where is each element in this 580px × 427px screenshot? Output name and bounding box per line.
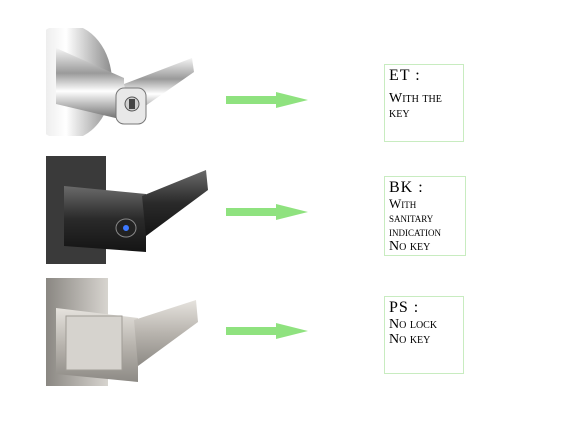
finish-code: ET : [389, 67, 421, 84]
finish-card-et: ET : With the key [384, 64, 464, 142]
finish-code: BK : [389, 179, 424, 196]
arrow-3 [226, 323, 308, 339]
finish-line: indication [389, 224, 441, 239]
black-lever-image [46, 156, 214, 264]
finish-card-bk: BK : With sanitary indication No key [384, 176, 466, 256]
arrow-2 [226, 204, 308, 220]
finish-line: With the [389, 91, 442, 106]
lever-photo-chrome [46, 28, 214, 136]
finish-line: No key [389, 239, 431, 254]
finish-line: With [389, 196, 417, 211]
arrow-1 [226, 92, 308, 108]
lever-photo-black [46, 156, 214, 264]
chrome-lever-image [46, 28, 214, 136]
satin-lever-image [46, 278, 214, 386]
finish-line: No key [389, 332, 431, 347]
finish-line: sanitary [389, 210, 434, 225]
finish-line: No lock [389, 317, 438, 332]
lever-photo-satin [46, 278, 214, 386]
finish-code: PS : [389, 299, 420, 316]
finish-line: key [389, 106, 410, 121]
finish-card-ps: PS : No lock No key [384, 296, 464, 374]
